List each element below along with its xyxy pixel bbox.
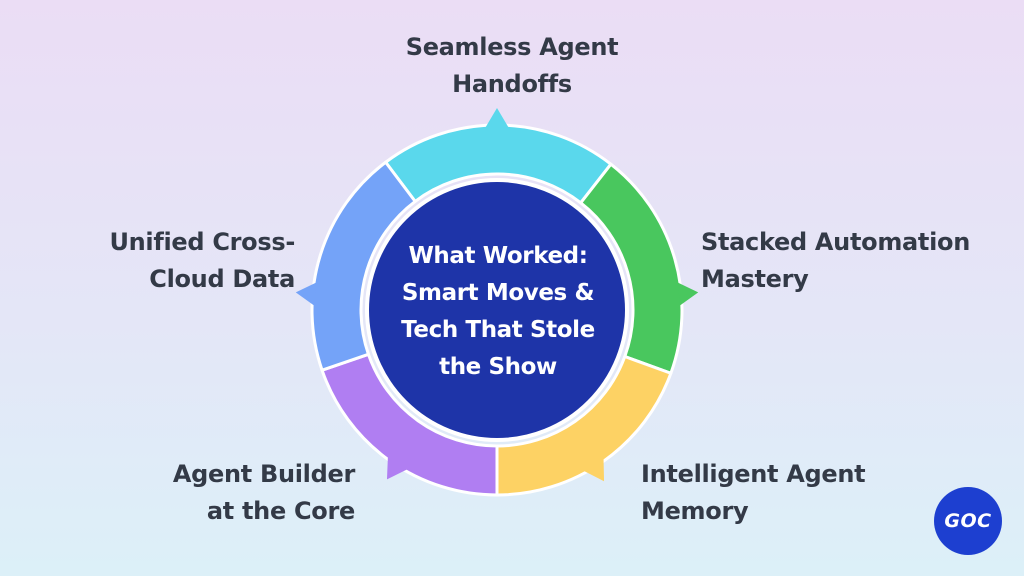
label-seamless-agent-handoffs: Seamless Agent Handoffs	[312, 29, 712, 103]
center-title-line: What Worked:	[408, 243, 588, 269]
label-line: Handoffs	[452, 70, 572, 98]
pointer-arrow-bottom-left	[386, 456, 408, 480]
label-agent-builder-at-the-core: Agent Builder at the Core	[40, 456, 355, 530]
label-unified-cross-cloud-data: Unified Cross- Cloud Data	[40, 224, 295, 298]
logo-text: GOC	[944, 510, 992, 532]
pointer-arrow-right	[677, 282, 699, 306]
center-title-line: the Show	[439, 354, 557, 380]
center-title: What Worked: Smart Moves & Tech That Sto…	[367, 238, 629, 386]
center-title-line: Tech That Stole	[401, 317, 595, 343]
label-line: at the Core	[206, 497, 355, 525]
pointer-arrow-bottom-right	[584, 458, 605, 482]
label-line: Agent Builder	[172, 460, 355, 488]
label-stacked-automation-mastery: Stacked Automation Mastery	[701, 224, 1001, 298]
center-title-line: Smart Moves &	[401, 280, 595, 306]
label-line: Unified Cross-	[109, 228, 295, 256]
label-line: Stacked Automation	[701, 228, 971, 256]
label-intelligent-agent-memory: Intelligent Agent Memory	[641, 456, 981, 530]
label-line: Memory	[641, 497, 749, 525]
label-line: Seamless Agent	[405, 33, 619, 61]
label-line: Mastery	[701, 265, 809, 293]
label-line: Intelligent Agent	[641, 460, 866, 488]
label-line: Cloud Data	[149, 265, 295, 293]
pointer-arrow-top	[485, 108, 509, 128]
goc-logo: GOC	[934, 487, 1002, 555]
pointer-arrow-left	[295, 282, 317, 306]
center-circle	[365, 178, 629, 442]
